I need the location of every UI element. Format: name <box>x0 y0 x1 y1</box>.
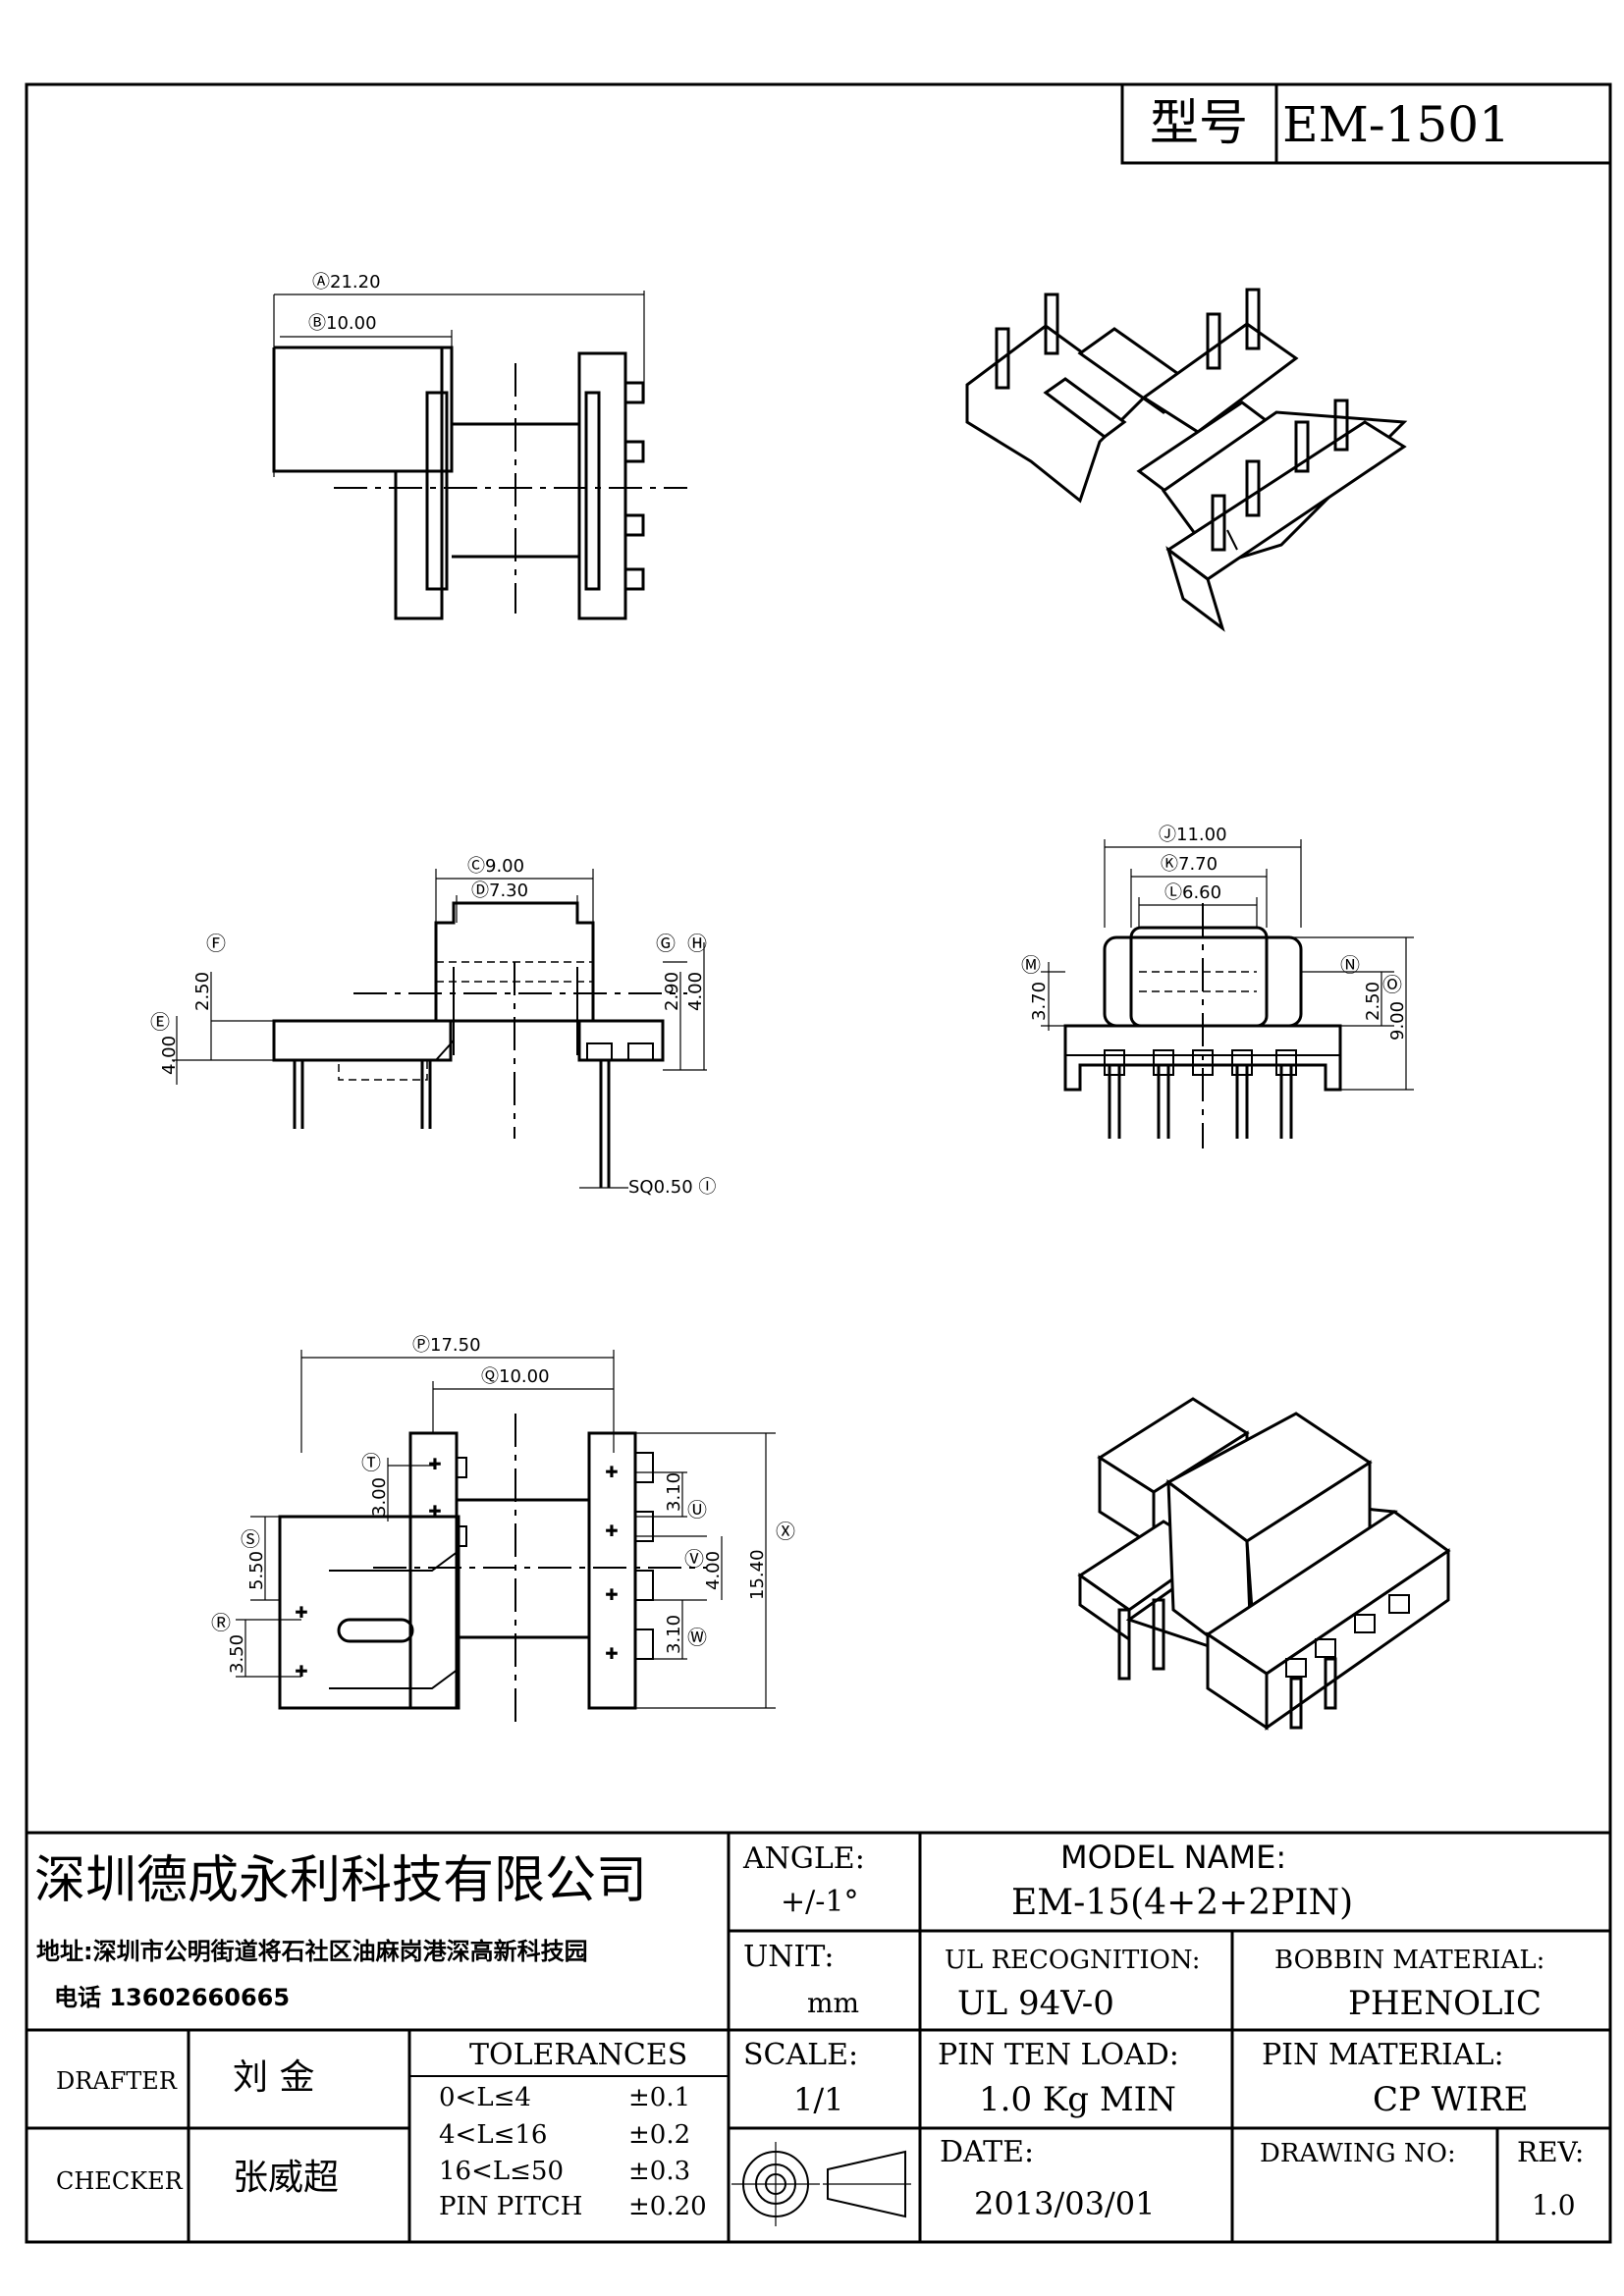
end-view: Ⓙ11.00 Ⓚ7.70 Ⓛ6.60 Ⓜ 3.70 Ⓝ <box>1021 825 1414 1148</box>
plan-view: Ⓟ17.50 Ⓠ10.00 ✚ ✚ ✚ ✚ ✚ ✚ ✚ ✚ Ⓣ 3.00 Ⓢ <box>211 1335 795 1728</box>
ul-value: UL 94V-0 <box>957 1984 1114 2023</box>
side-view: Ⓒ9.00 Ⓓ7.30 Ⓕ 2.50 Ⓔ 4.00 Ⓖ 2 <box>150 856 716 1198</box>
checker-label: CHECKER <box>56 2167 184 2195</box>
drafter-value: 刘 金 <box>233 2057 314 2098</box>
angle-value: +/-1° <box>781 1885 858 1919</box>
dim-m: Ⓜ <box>1021 953 1041 977</box>
dim-e-val: 4.00 <box>159 1036 180 1075</box>
pin-load-label: PIN TEN LOAD: <box>938 2038 1179 2072</box>
dim-c: Ⓒ9.00 <box>467 856 524 877</box>
company-phone: 电话 13602660665 <box>54 1984 290 2011</box>
dim-g-val: 2.90 <box>662 972 682 1011</box>
dim-l: Ⓛ6.60 <box>1164 882 1221 903</box>
date-value: 2013/03/01 <box>974 2185 1155 2222</box>
dim-s-val: 5.50 <box>246 1551 267 1590</box>
projection-symbol <box>731 2142 911 2226</box>
dim-m-val: 3.70 <box>1029 982 1050 1021</box>
dim-o-val: 9.00 <box>1387 1001 1408 1041</box>
tolerance-value-1: ±0.1 <box>628 2083 690 2112</box>
dim-t-val: 3.00 <box>369 1477 390 1517</box>
bobbin-label: BOBBIN MATERIAL: <box>1274 1946 1544 1975</box>
checker-value: 张威超 <box>233 2158 339 2198</box>
tolerance-value-4: ±0.20 <box>628 2192 707 2221</box>
dim-n: Ⓝ <box>1340 953 1360 977</box>
dim-e: Ⓔ <box>150 1010 170 1034</box>
tolerances-label: TOLERANCES <box>469 2038 687 2072</box>
svg-text:✚: ✚ <box>295 1603 307 1622</box>
drawing-no-label: DRAWING NO: <box>1260 2139 1456 2168</box>
dim-v: Ⓥ <box>684 1547 704 1571</box>
dim-h: Ⓗ <box>687 932 707 955</box>
front-view: Ⓐ21.20 Ⓑ10.00 <box>272 272 687 620</box>
dim-w-val: 3.10 <box>664 1615 684 1654</box>
drafter-label: DRAFTER <box>56 2067 178 2095</box>
dim-q: Ⓠ10.00 <box>481 1366 550 1387</box>
dim-s: Ⓢ <box>241 1527 260 1551</box>
header-model-value: EM-1501 <box>1282 96 1510 153</box>
tolerance-value-2: ±0.2 <box>628 2120 690 2150</box>
dim-j: Ⓙ11.00 <box>1159 825 1227 845</box>
tolerance-range-4: PIN PITCH <box>439 2192 582 2221</box>
model-name-value: EM-15(4+2+2PIN) <box>1011 1883 1353 1923</box>
dim-b: Ⓑ10.00 <box>308 313 377 334</box>
pin-load-value: 1.0 Kg MIN <box>979 2080 1176 2119</box>
company-name: 深圳德成永利科技有限公司 <box>34 1851 647 1910</box>
dim-r-val: 3.50 <box>227 1634 247 1674</box>
tolerance-range-2: 4<L≤16 <box>439 2120 547 2150</box>
dim-t: Ⓣ <box>361 1451 381 1474</box>
isometric-view-bottom <box>1077 1397 1451 1731</box>
header-model-label: 型号 <box>1150 94 1248 151</box>
sheet-border <box>25 82 1612 2244</box>
svg-text:✚: ✚ <box>605 1463 618 1481</box>
dim-u-val: 3.10 <box>664 1472 684 1512</box>
dim-d: Ⓓ7.30 <box>471 881 528 901</box>
rev-label: REV: <box>1517 2136 1584 2168</box>
scale-label: SCALE: <box>743 2038 858 2072</box>
date-label: DATE: <box>940 2135 1034 2169</box>
ul-label: UL RECOGNITION: <box>945 1946 1201 1975</box>
dim-u: Ⓤ <box>687 1498 707 1522</box>
title-block: 深圳德成永利科技有限公司 地址:深圳市公明街道将石社区油麻岗港深高新科技园 电话… <box>27 1831 1610 2242</box>
dim-x: Ⓧ <box>776 1520 795 1543</box>
dim-p: Ⓟ17.50 <box>412 1335 481 1356</box>
dim-a: Ⓐ21.20 <box>312 272 381 293</box>
svg-text:✚: ✚ <box>428 1502 441 1521</box>
dim-x-val: 15.40 <box>747 1549 768 1600</box>
svg-text:✚: ✚ <box>428 1455 441 1473</box>
rev-value: 1.0 <box>1532 2189 1576 2221</box>
pin-material-label: PIN MATERIAL: <box>1262 2038 1504 2072</box>
angle-label: ANGLE: <box>742 1842 865 1876</box>
svg-text:✚: ✚ <box>605 1644 618 1663</box>
dim-w: Ⓦ <box>687 1626 707 1649</box>
dim-v-val: 4.00 <box>703 1551 724 1590</box>
tolerance-range-1: 0<L≤4 <box>439 2083 531 2112</box>
unit-value: mm <box>807 1987 859 2019</box>
company-address: 地址:深圳市公明街道将石社区油麻岗港深高新科技园 <box>36 1938 588 1965</box>
dim-f-val: 2.50 <box>192 972 213 1011</box>
dim-g: Ⓖ <box>656 932 676 955</box>
dim-k: Ⓚ7.70 <box>1161 854 1218 875</box>
tolerance-range-3: 16<L≤50 <box>439 2157 564 2186</box>
model-name-label: MODEL NAME: <box>1060 1839 1286 1876</box>
svg-text:✚: ✚ <box>605 1585 618 1604</box>
svg-text:✚: ✚ <box>295 1662 307 1681</box>
dim-n-val: 2.50 <box>1363 982 1383 1021</box>
scale-value: 1/1 <box>793 2081 844 2118</box>
dim-r: Ⓡ <box>211 1611 231 1634</box>
tolerance-value-3: ±0.3 <box>628 2157 690 2186</box>
bobbin-value: PHENOLIC <box>1348 1984 1542 2023</box>
dim-i: SQ0.50 Ⓘ <box>628 1177 716 1198</box>
isometric-view-top <box>965 288 1408 632</box>
pin-material-value: CP WIRE <box>1373 2080 1529 2119</box>
unit-label: UNIT: <box>743 1940 834 1974</box>
dim-o: Ⓞ <box>1382 973 1402 996</box>
header-model-box: 型号 EM-1501 <box>1120 82 1612 165</box>
dim-f: Ⓕ <box>206 932 226 955</box>
svg-text:✚: ✚ <box>605 1522 618 1540</box>
dim-h-val: 4.00 <box>685 972 706 1011</box>
